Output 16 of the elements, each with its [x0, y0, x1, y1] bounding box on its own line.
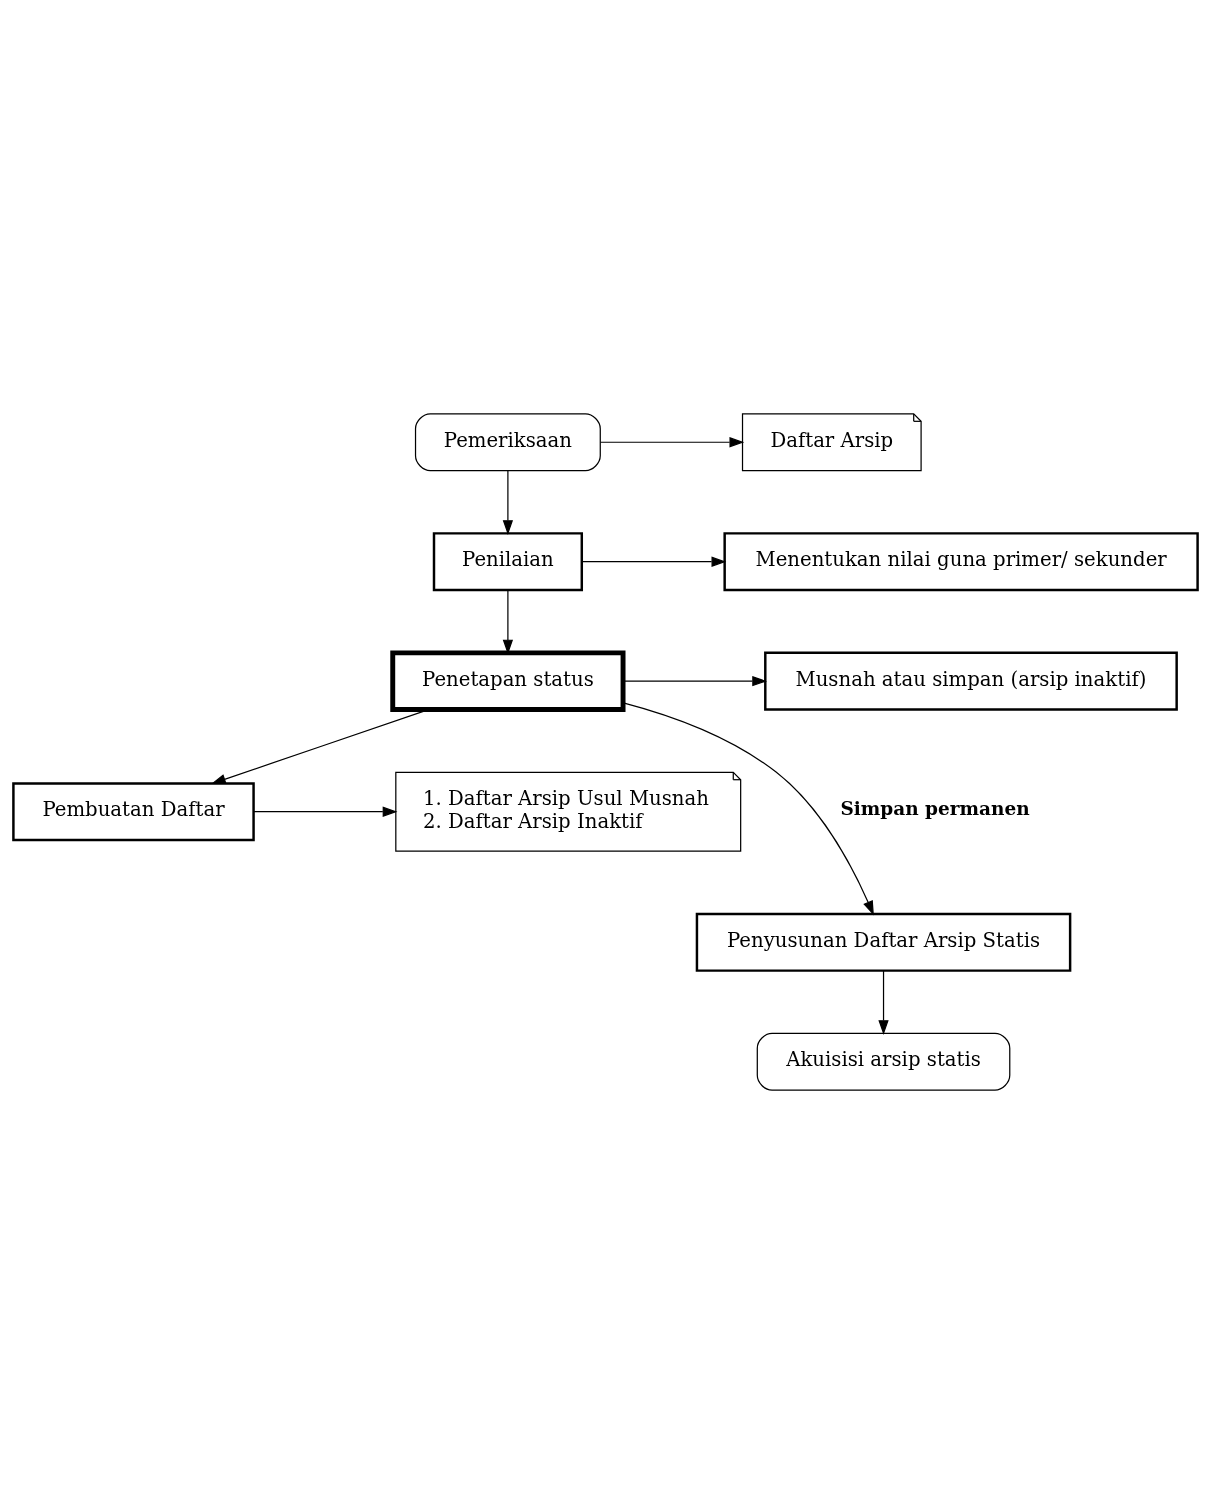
node-box: Akuisisi arsip statis — [756, 1032, 1011, 1091]
arrow — [878, 970, 889, 1035]
node-box: Pemeriksaan — [414, 413, 601, 472]
node-box: Menentukan nilai guna primer/ sekunder — [723, 532, 1199, 592]
arrow — [622, 702, 874, 916]
node-box: Penetapan status — [390, 650, 626, 712]
node-box: Penyusunan Daftar Arsip Statis — [695, 912, 1072, 972]
node-box: Penilaian — [432, 532, 583, 592]
arrow — [502, 470, 514, 535]
arrow — [622, 676, 768, 687]
edge-label: Simpan permanen — [840, 797, 1030, 819]
node-box: Musnah atau simpan (arsip inaktif) — [764, 651, 1178, 711]
arrow — [599, 437, 745, 448]
arrow — [581, 556, 727, 567]
arrow — [253, 806, 398, 817]
node-box: Pembuatan Daftar — [12, 782, 255, 842]
